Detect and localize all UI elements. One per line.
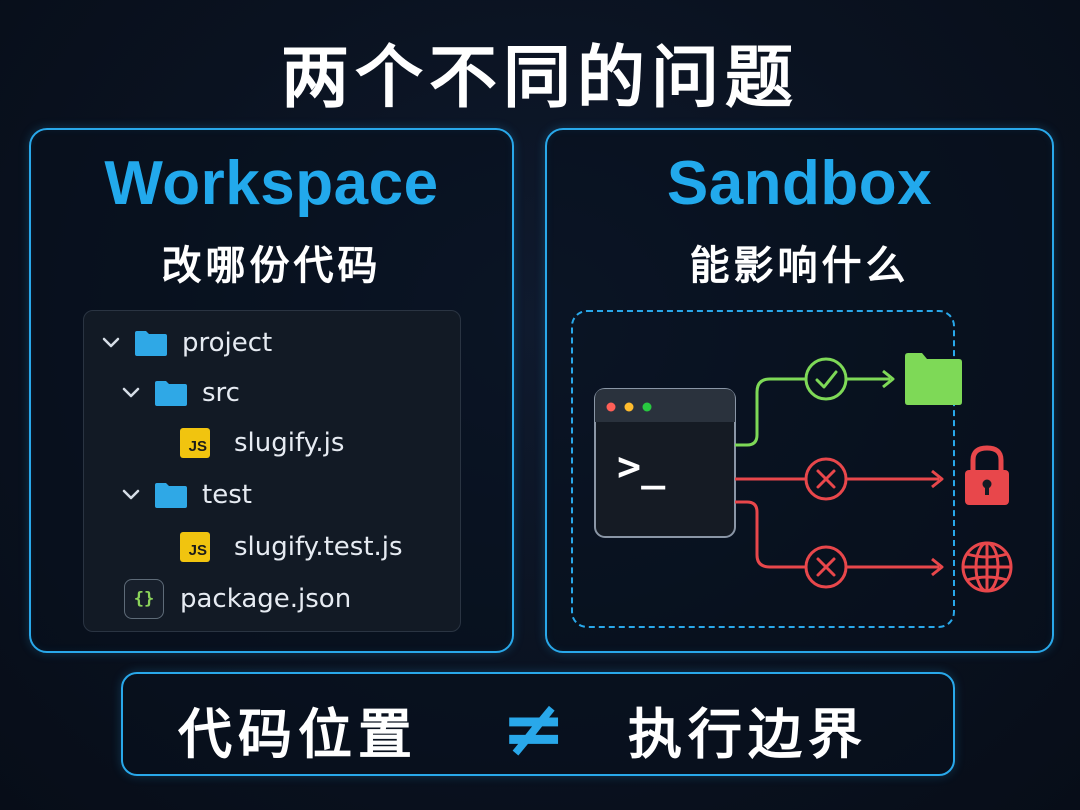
tree-item-label: src (202, 378, 240, 408)
terminal-prompt: >_ (617, 444, 666, 490)
tree-item-label: package.json (180, 584, 352, 614)
folder-icon (155, 381, 187, 406)
blocked-path-lock (735, 445, 1009, 505)
js-file-icon: JS (180, 532, 210, 562)
tree-item-slugify-js[interactable]: JS slugify.js (180, 423, 344, 463)
json-file-icon: {} (124, 579, 164, 619)
folder-icon (155, 483, 187, 508)
allowed-path (735, 353, 962, 447)
sandbox-subtitle: 能影响什么 (689, 243, 910, 289)
x-icon (804, 457, 848, 501)
tree-item-label: slugify.js (234, 428, 345, 458)
tree-item-label: test (202, 480, 252, 510)
tree-item-label: slugify.test.js (234, 532, 403, 562)
folder-icon (905, 353, 962, 405)
tree-item-project[interactable]: project (96, 323, 272, 363)
workspace-heading: Workspace (104, 149, 439, 218)
minimize-dot (624, 402, 634, 412)
x-icon (804, 545, 848, 589)
chevron-down-icon[interactable] (116, 378, 146, 408)
check-icon (804, 357, 848, 401)
tree-item-src[interactable]: src (116, 373, 240, 413)
close-dot (606, 402, 616, 412)
code-location-label: 代码位置 (178, 703, 418, 766)
folder-icon (135, 331, 167, 356)
tree-item-slugify-test-js[interactable]: JS slugify.test.js (180, 527, 403, 567)
tree-item-package-json[interactable]: {} package.json (124, 579, 351, 619)
workspace-panel: Workspace 改哪份代码 project src JS slugify (29, 128, 514, 653)
workspace-subtitle: 改哪份代码 (161, 243, 382, 289)
execution-boundary-label: 执行边界 (628, 703, 868, 766)
sandbox-diagram: >_ (594, 353, 1013, 593)
sandbox-heading: Sandbox (666, 149, 933, 218)
main-title: 两个不同的问题 (280, 39, 799, 118)
maximize-dot (642, 402, 652, 412)
lock-icon (965, 445, 1009, 505)
file-tree: project src JS slugify.js test (83, 310, 461, 632)
sandbox-boundary (571, 310, 955, 628)
sandbox-panel: Sandbox 能影响什么 >_ (545, 128, 1054, 653)
chevron-down-icon[interactable] (96, 328, 126, 358)
tree-item-label: project (182, 328, 273, 358)
js-file-icon: JS (180, 428, 210, 458)
globe-icon (961, 541, 1013, 593)
tree-item-test[interactable]: test (116, 475, 252, 515)
chevron-down-icon[interactable] (116, 480, 146, 510)
not-equal-symbol: ≠ (501, 684, 567, 774)
terminal-window: >_ (594, 388, 736, 538)
blocked-path-globe (735, 500, 1013, 593)
comparison-bar: 代码位置 ≠ 执行边界 (121, 672, 955, 776)
